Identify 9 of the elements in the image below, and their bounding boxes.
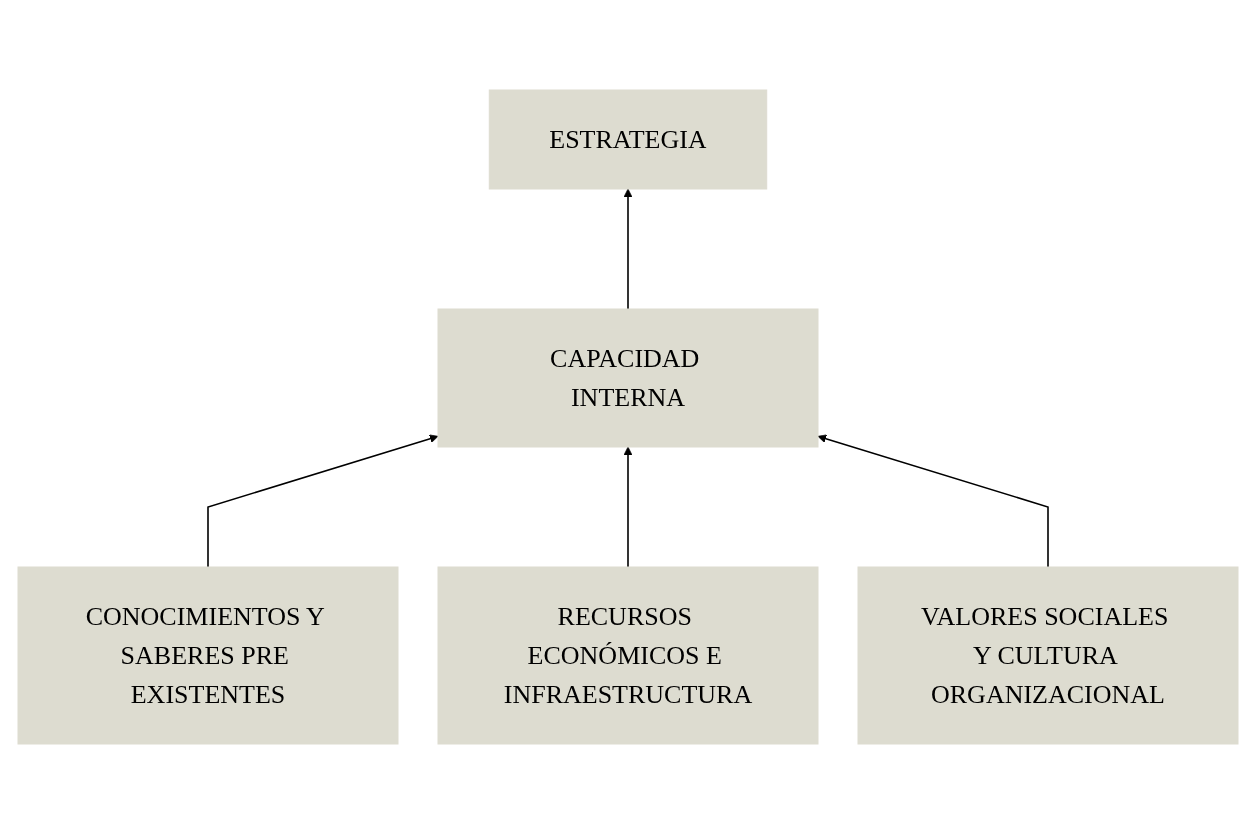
node-box: ESTRATEGIA — [488, 89, 768, 190]
arrow — [207, 434, 439, 568]
node-box: RECURSOS ECONÓMICOS E INFRAESTRUCTURA — [437, 566, 819, 745]
node-box: VALORES SOCIALES Y CULTURA ORGANIZACIONAL — [857, 566, 1239, 745]
arrow — [817, 434, 1049, 568]
node-box: CAPACIDAD INTERNA — [437, 308, 819, 448]
arrow — [623, 188, 633, 310]
node-box: CONOCIMIENTOS Y SABERES PRE EXISTENTES — [17, 566, 399, 745]
arrow — [623, 446, 633, 568]
